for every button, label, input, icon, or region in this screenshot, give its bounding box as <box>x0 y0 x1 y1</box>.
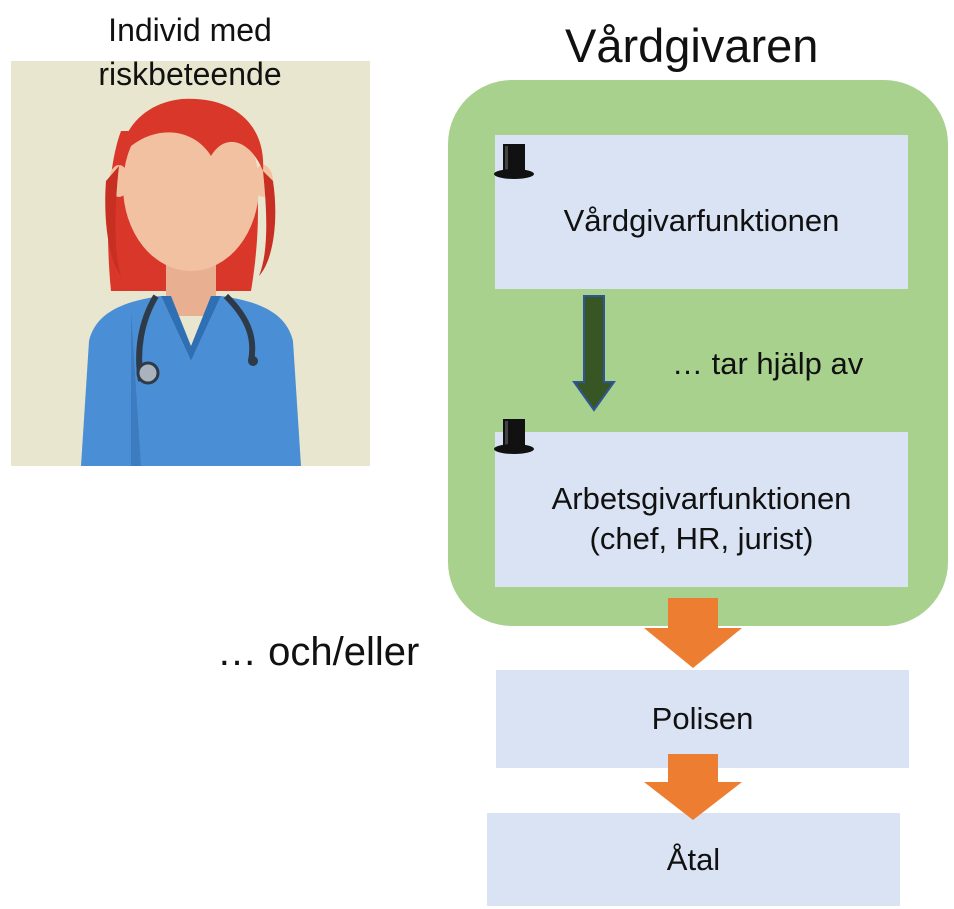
scrubs-shadow <box>131 311 141 466</box>
employer-function-line1: Arbetsgivarfunktionen <box>551 480 852 516</box>
person-title-line2: riskbeteende <box>98 56 282 92</box>
scrubs-neckline <box>161 296 221 361</box>
hair-front <box>119 98 264 171</box>
employer-function-box: Arbetsgivarfunktionen (chef, HR, jurist) <box>495 432 908 587</box>
stethoscope-chestpiece <box>136 361 160 385</box>
face <box>123 101 259 271</box>
care-function-box: Vårdgivarfunktionen <box>495 135 908 289</box>
prosecution-box: Åtal <box>487 813 900 906</box>
police-box: Polisen <box>496 670 909 768</box>
hair-side-left <box>105 166 121 276</box>
top-hat-icon <box>494 419 534 454</box>
police-label: Polisen <box>651 701 754 736</box>
hair-side-right <box>259 171 276 276</box>
down-arrow-icon <box>572 295 616 412</box>
person-title: Individ med riskbeteende <box>0 8 380 96</box>
down-arrow-icon <box>644 754 742 820</box>
provider-title: Vårdgivaren <box>565 19 819 72</box>
employer-function-label: Arbetsgivarfunktionen (chef, HR, jurist) <box>552 461 852 559</box>
prosecution-label: Åtal <box>666 841 721 877</box>
top-hat-icon <box>494 144 534 179</box>
care-function-label: Vårdgivarfunktionen <box>563 203 840 238</box>
or-text: … och/eller <box>217 630 420 674</box>
stethoscope-earpiece <box>248 356 258 366</box>
person-title-line1: Individ med <box>108 12 272 48</box>
stethoscope-tube-right <box>223 293 256 362</box>
down-arrow-icon <box>644 598 742 668</box>
helps-text: … tar hjälp av <box>672 346 864 381</box>
nurse-illustration <box>81 98 301 466</box>
employer-function-line2: (chef, HR, jurist) <box>589 520 814 556</box>
